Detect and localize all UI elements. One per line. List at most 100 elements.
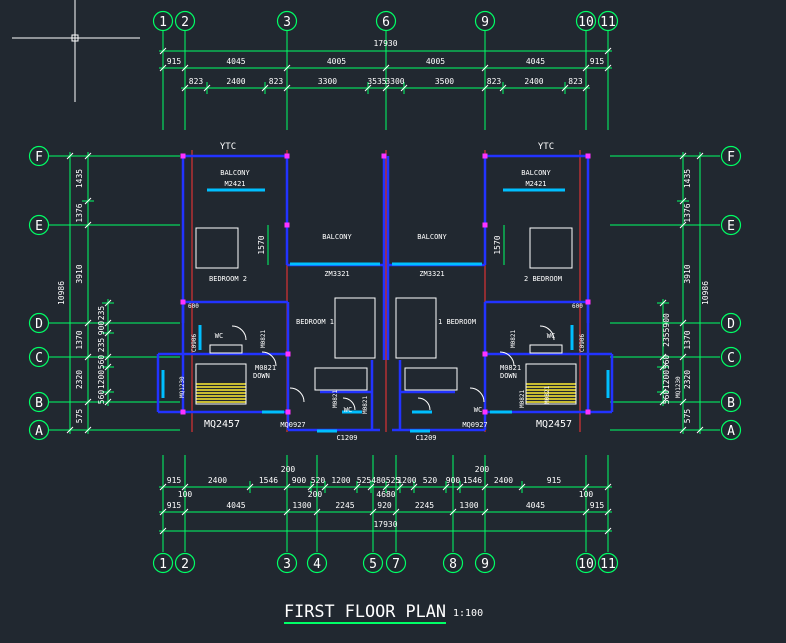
dim-top-row2-value-4: 3535	[367, 77, 386, 86]
axis-bottom-2-label: 2	[181, 557, 189, 572]
m0821-right-vert-a: M0821	[510, 330, 517, 348]
dim-bottom-row1-slash-0	[159, 483, 167, 491]
dim-bottom-row1-slash-1	[181, 483, 189, 491]
axis-right-A-circle	[720, 419, 742, 441]
axis-top-2-circle	[174, 10, 196, 32]
dim-right-overall-slash-0	[696, 152, 704, 160]
dim-bottom-row2-slash-1	[181, 508, 189, 516]
dim-left-overall-slash-1	[66, 426, 74, 434]
dim-right-overall-value-0: 10986	[701, 281, 710, 305]
dim-bottom-row1-value-7: 480	[371, 476, 386, 485]
mq0927-right-label: MQ0927	[462, 421, 487, 429]
axis-bottom-10-label: 10	[578, 557, 594, 572]
axis-top-10-label: 10	[578, 15, 594, 30]
dim-bottom-row2-value-6: 1300	[459, 501, 478, 510]
dim-left-inner-value-1: 900	[97, 321, 106, 336]
axis-left-E-label: E	[35, 219, 43, 234]
axis-left-D-circle	[28, 312, 50, 334]
furniture-6	[314, 367, 368, 391]
dim-right-outer-slash-2	[679, 221, 687, 229]
door-swing-0	[231, 325, 247, 341]
dim-bottom-row1-value-11: 900	[446, 476, 461, 485]
title-scale: 1:100	[453, 608, 483, 619]
dim-top-row1-slash-5	[582, 64, 590, 72]
cursor-crosshair	[12, 0, 140, 102]
room-labels: YTC YTC BALCONY M2421 BALCONY M2421 BALC…	[179, 142, 682, 442]
dim-bottom-row1-value-9: 1200	[397, 476, 416, 485]
dim-right-inner-value-3: 560	[662, 390, 671, 405]
axis-top-1-circle	[152, 10, 174, 32]
balcony-left-label: BALCONY	[220, 169, 250, 177]
dim-bottom-extra-5: 4680	[376, 490, 395, 499]
axis-right-E-circle	[720, 214, 742, 236]
column-14	[482, 409, 488, 415]
dim-bottom-row2-value-7: 4045	[526, 501, 545, 510]
furniture-3	[395, 297, 437, 359]
furniture-0	[195, 227, 239, 269]
bedroom2-left-label: BEDROOM 2	[209, 275, 247, 283]
stair-left-frame	[195, 363, 247, 405]
axis-top-10-circle	[575, 10, 597, 32]
dim-bottom-row1-value-1: 2400	[208, 476, 227, 485]
bedroom1-left-label: BEDROOM 1	[296, 318, 334, 326]
dim-bottom-overall-value-0: 17930	[373, 520, 397, 529]
balcony-mid-right-code: ZM3321	[419, 270, 444, 278]
dim-top-row1-slash-6	[604, 64, 612, 72]
dim-bottom-row1-slash-8	[382, 483, 390, 491]
dim-top-overall-value-0: 17930	[373, 39, 397, 48]
column-0	[180, 153, 186, 159]
m0821-left-vert-b: M0821	[332, 390, 339, 408]
dim-right-outer-slash-6	[679, 426, 687, 434]
dim-top-row2-slash-2	[261, 84, 269, 92]
wc-left-top-label: WC	[215, 332, 223, 340]
dim-top-row2-value-0: 823	[189, 77, 204, 86]
dim-bottom-row2-value-5: 2245	[415, 501, 434, 510]
door-swing-5	[417, 397, 431, 411]
dim-left-overall-value-0: 10986	[57, 281, 66, 305]
dim-bottom-row1-slash-15	[582, 483, 590, 491]
furniture-1	[529, 227, 573, 269]
dim-right-inner-slash-4	[659, 398, 667, 406]
dim-left-outer-value-1: 1376	[75, 203, 84, 222]
furniture-4	[209, 344, 243, 354]
dim-right-outer-value-1: 1376	[683, 203, 692, 222]
door-swing-4	[342, 397, 356, 411]
dim-bottom-row2-value-0: 915	[167, 501, 182, 510]
dim-bottom-row2-value-8: 915	[590, 501, 605, 510]
axis-left-A-label: A	[35, 424, 43, 439]
dim-left-outer-slash-6	[84, 426, 92, 434]
axis-bottom-1-circle	[152, 552, 174, 574]
balcony-mid-right-label: BALCONY	[417, 233, 447, 241]
axis-right-C-label: C	[727, 351, 735, 366]
mq1230-right-label: MQ1230	[675, 376, 682, 398]
dim-top-row2-slash-5	[382, 84, 390, 92]
axis-right-F-circle	[720, 145, 742, 167]
axis-right-B-label: B	[727, 396, 735, 411]
down-left-label: DOWN	[253, 372, 270, 380]
dim-right-inner-value-2: 1200	[662, 370, 671, 389]
dim-left-outer-value-5: 575	[75, 409, 84, 424]
dim-top-row2-value-5: 3300	[385, 77, 404, 86]
dim-bottom-row2-slash-6	[449, 508, 457, 516]
dim-top-row2-value-8: 2400	[524, 77, 543, 86]
down-right-label: DOWN	[500, 372, 517, 380]
column-1	[284, 153, 290, 159]
dim-left-outer-value-2: 3910	[75, 264, 84, 283]
dim-top-row2-slash-0	[181, 84, 189, 92]
axis-top-1-label: 1	[159, 15, 167, 30]
dim-top-row2-value-9: 823	[568, 77, 583, 86]
dim-top-row2-slash-7	[481, 84, 489, 92]
axis-right-A-label: A	[727, 424, 735, 439]
dim-bottom-row1-slash-13	[481, 483, 489, 491]
axis-bottom-2-circle	[174, 552, 196, 574]
dim-balcony-height-left: 1570	[257, 235, 266, 254]
column-6	[482, 222, 488, 228]
dim-bottom-row2-slash-9	[604, 508, 612, 516]
dim-bottom-row1-slash-2	[246, 483, 254, 491]
dim-bottom-row1-slash-11	[442, 483, 450, 491]
dim-bottom-extra-0: 200	[281, 465, 296, 474]
dim-bottom-row1-slash-9	[396, 483, 404, 491]
dim-right-outer-value-4: 2320	[683, 370, 692, 389]
dim-left-inner-slash-3	[104, 353, 112, 361]
c0906-right-label: C0906	[579, 334, 586, 352]
